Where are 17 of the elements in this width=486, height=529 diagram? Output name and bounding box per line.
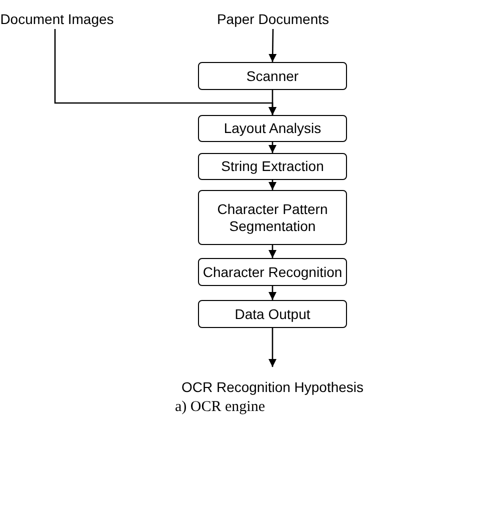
arrow	[268, 29, 277, 62]
process-box: String Extraction	[198, 153, 347, 180]
process-box: Scanner	[198, 62, 347, 90]
node-label: Document Images	[0, 9, 114, 29]
node-label: OCR Recognition Hypothesis	[150, 377, 395, 397]
arrow	[268, 90, 276, 115]
arrow	[268, 286, 276, 300]
node-label: Paper Documents	[202, 9, 344, 29]
caption: a) OCR engine	[174, 399, 266, 416]
process-box: Character Pattern Segmentation	[198, 190, 347, 245]
process-box: Character Recognition	[198, 258, 347, 286]
arrow	[268, 142, 276, 153]
process-box: Layout Analysis	[198, 115, 347, 142]
arrow	[268, 328, 276, 367]
arrow	[268, 180, 276, 190]
process-box: Data Output	[198, 300, 347, 328]
arrow	[268, 245, 276, 258]
